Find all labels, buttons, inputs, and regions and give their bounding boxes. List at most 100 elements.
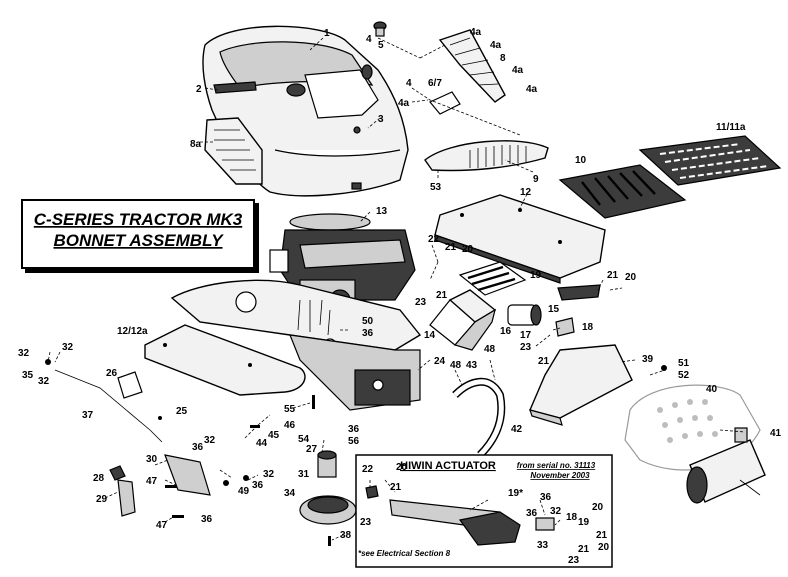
bracket-26 (117, 371, 143, 399)
callout-21-inset-c: 21 (578, 544, 590, 555)
hiwin-title: HIWIN ACTUATOR (400, 460, 496, 472)
callout-24: 24 (434, 356, 446, 367)
callout-21-d: 21 (538, 356, 550, 367)
bracket-6-7 (429, 91, 461, 115)
callout-32-a: 32 (18, 348, 30, 359)
callout-15: 15 (548, 304, 560, 315)
callout-4a-2: 4a (490, 40, 502, 51)
callout-29: 29 (96, 494, 108, 505)
callout-32-e: 32 (263, 469, 275, 480)
muffler-guard (624, 384, 761, 471)
switch-18 (555, 317, 575, 337)
callout-27: 27 (306, 444, 318, 455)
callout-56: 56 (348, 436, 360, 447)
callout-39: 39 (642, 354, 654, 365)
knob-5 (373, 21, 387, 37)
callout-22-inset: 22 (362, 464, 374, 475)
callout-3: 3 (378, 114, 384, 125)
callout-13: 13 (376, 206, 388, 217)
floor-mat (638, 135, 782, 186)
callout-4-b: 4 (406, 78, 412, 89)
callout-47-a: 47 (146, 476, 158, 487)
callout-23-b: 23 (520, 342, 532, 353)
callout-8: 8 (500, 53, 506, 64)
callout-12: 12 (520, 187, 532, 198)
callout-23-inset-a: 23 (360, 517, 372, 528)
callout-8a: 8a (190, 139, 202, 150)
callout-32-d: 32 (204, 435, 216, 446)
callout-4a-3: 4a (512, 65, 524, 76)
callout-36-b: 36 (348, 424, 360, 435)
callout-5: 5 (378, 40, 384, 51)
callout-32-b: 32 (62, 342, 74, 353)
title-box: C-SERIES TRACTOR MK3 BONNET ASSEMBLY (21, 199, 259, 273)
grille-19 (458, 261, 527, 296)
callout-46: 46 (284, 420, 296, 431)
callout-44: 44 (256, 438, 268, 449)
callout-1: 1 (324, 28, 330, 39)
callout-36-c: 36 (192, 442, 204, 453)
callout-21-inset-b: 21 (596, 530, 608, 541)
chassis-plate (170, 279, 422, 411)
leader-lines (47, 37, 746, 541)
callout-32-c: 32 (38, 376, 50, 387)
wiring (297, 299, 331, 336)
callout-30: 30 (146, 454, 158, 465)
callout-43: 43 (466, 360, 478, 371)
callout-19-inset: 19 (578, 517, 590, 528)
callout-4a-1: 4a (470, 27, 482, 38)
callout-52: 52 (678, 370, 690, 381)
callout-16: 16 (500, 326, 512, 337)
callout-33: 33 (537, 540, 549, 551)
callout-20-a: 20 (462, 244, 474, 255)
callout-42: 42 (511, 424, 523, 435)
callout-21-b: 21 (607, 270, 619, 281)
callout-23-a: 23 (415, 297, 427, 308)
callout-20-inset-b: 20 (592, 502, 604, 513)
callout-18-inset: 18 (566, 512, 578, 523)
callout-49: 49 (238, 486, 250, 497)
bearing-31 (317, 450, 337, 478)
callout-4a-5: 4a (398, 98, 410, 109)
callout-22: 22 (428, 234, 440, 245)
callout-4: 4 (366, 34, 372, 45)
callout-45: 45 (268, 430, 280, 441)
callout-36-d: 36 (252, 480, 264, 491)
callout-20-inset-a: 20 (396, 462, 408, 473)
grille-9 (424, 140, 549, 172)
footplate-12 (434, 194, 606, 284)
callout-labels: 1 2 3 4 5 4a 4a 8 4a 4a 4 6/7 4a 8a 9 53… (18, 27, 782, 566)
floor-panel (144, 324, 306, 396)
tray-14 (429, 289, 497, 351)
hiwin-inset: HIWIN ACTUATOR from serial no. 31113 Nov… (355, 454, 613, 568)
callout-28: 28 (93, 473, 105, 484)
lever-plate-30 (164, 454, 211, 496)
callout-54: 54 (298, 434, 310, 445)
callout-37: 37 (82, 410, 94, 421)
callout-48-a: 48 (450, 360, 462, 371)
clutch-34 (299, 495, 357, 525)
callout-36-inset-a: 36 (540, 492, 552, 503)
callout-47-b: 47 (156, 520, 168, 531)
callout-41: 41 (770, 428, 782, 439)
callout-6-7: 6/7 (428, 78, 442, 89)
filter-16 (507, 304, 542, 326)
callout-25: 25 (176, 406, 188, 417)
callout-19star: 19* (508, 488, 523, 499)
callout-10: 10 (575, 155, 587, 166)
callout-2: 2 (196, 84, 202, 95)
callout-51: 51 (678, 358, 690, 369)
linkage-rod (54, 369, 163, 443)
callout-17: 17 (520, 330, 532, 341)
electrical-note: *see Electrical Section 8 (358, 549, 451, 558)
callout-21-a: 21 (445, 242, 457, 253)
callout-34: 34 (284, 488, 296, 499)
callout-18: 18 (582, 322, 594, 333)
callout-20-b: 20 (625, 272, 637, 283)
foot-mat (558, 164, 687, 219)
callout-31: 31 (298, 469, 310, 480)
callout-19: 19 (530, 270, 542, 281)
callout-14: 14 (424, 330, 436, 341)
side-panel (204, 117, 263, 185)
